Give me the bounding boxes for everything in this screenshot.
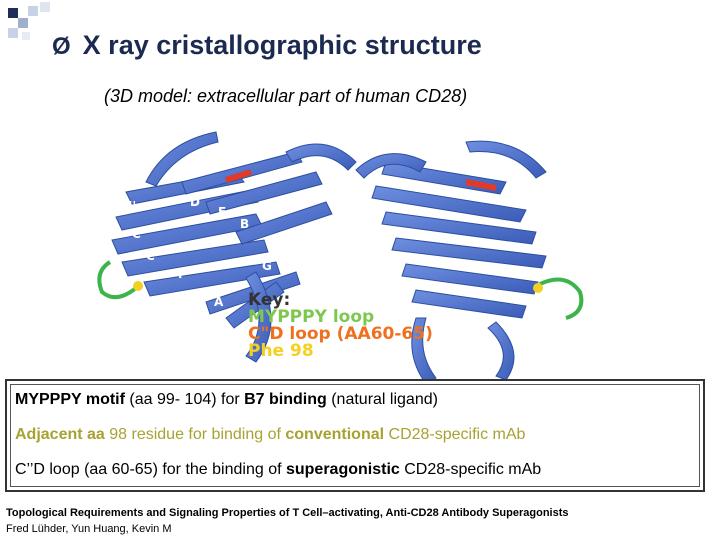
info-line-3-c: CD28-specific mAb (399, 461, 542, 478)
reference-authors: Fred Lühder, Yun Huang, Kevin M (6, 523, 172, 535)
right-mypppy-loop (539, 277, 584, 320)
info-box: MYPPPY motif (aa 99- 104) for B7 binding… (5, 379, 705, 492)
key-item-phe98: Phe 98 (248, 341, 314, 361)
figure-key: Key: MYPPPY loop C"D loop (AA60-65) Phe … (248, 292, 433, 360)
info-line-1-c: B7 binding (244, 391, 327, 408)
strand-label: G (262, 259, 272, 273)
strand-label: A (214, 295, 224, 309)
strand-label: F (178, 267, 186, 281)
strand-label: C'' (120, 199, 136, 213)
info-line-2: Adjacent aa 98 residue for binding of co… (15, 426, 525, 444)
strand-label: E (218, 205, 226, 219)
strand-label: C' (132, 227, 144, 241)
info-line-2-d: CD28-specific mAb (384, 426, 526, 443)
key-heading: Key: (248, 290, 291, 310)
arrow-bullet-icon: Ø (52, 33, 71, 60)
info-line-3-b: superagonistic (285, 461, 400, 478)
right-phe98 (533, 283, 543, 293)
strand-label: C (146, 249, 155, 263)
left-mypppy-loop (97, 260, 138, 300)
slide-title: Ø X ray cristallographic structure (52, 30, 482, 61)
reference-title: Topological Requirements and Signaling P… (6, 507, 569, 519)
strand-label: D (190, 195, 200, 209)
info-line-1-d: (natural ligand) (326, 391, 438, 408)
info-line-2-c: conventional (285, 426, 385, 443)
info-line-2-b: 98 residue for binding of (104, 426, 286, 443)
protein-structure-figure: C'' C' C D E B F G A (97, 131, 584, 384)
reference: Topological Requirements and Signaling P… (6, 505, 569, 537)
info-line-3-a: C’’D loop (aa 60-65) for the binding of (15, 461, 286, 478)
info-line-3: C’’D loop (aa 60-65) for the binding of … (15, 461, 541, 479)
key-item-mypppy: MYPPPY loop (248, 307, 375, 327)
key-item-cd-loop: C"D loop (AA60-65) (248, 324, 433, 344)
info-line-1-b: (aa 99- 104) for (124, 391, 245, 408)
left-monomer (111, 131, 357, 363)
left-phe98 (133, 281, 143, 291)
slide-subtitle: (3D model: extracellular part of human C… (104, 86, 468, 106)
right-cd-loop (465, 179, 497, 191)
info-box-inner-border (10, 384, 700, 487)
slide-title-text: X ray cristallographic structure (82, 30, 482, 60)
right-monomer (355, 140, 547, 384)
info-line-1: MYPPPY motif (aa 99- 104) for B7 binding… (15, 391, 438, 409)
strand-label: B (240, 217, 249, 231)
left-cd-loop (225, 169, 252, 183)
info-line-2-a: Adjacent aa (15, 426, 105, 443)
info-line-1-a: MYPPPY motif (15, 391, 125, 408)
